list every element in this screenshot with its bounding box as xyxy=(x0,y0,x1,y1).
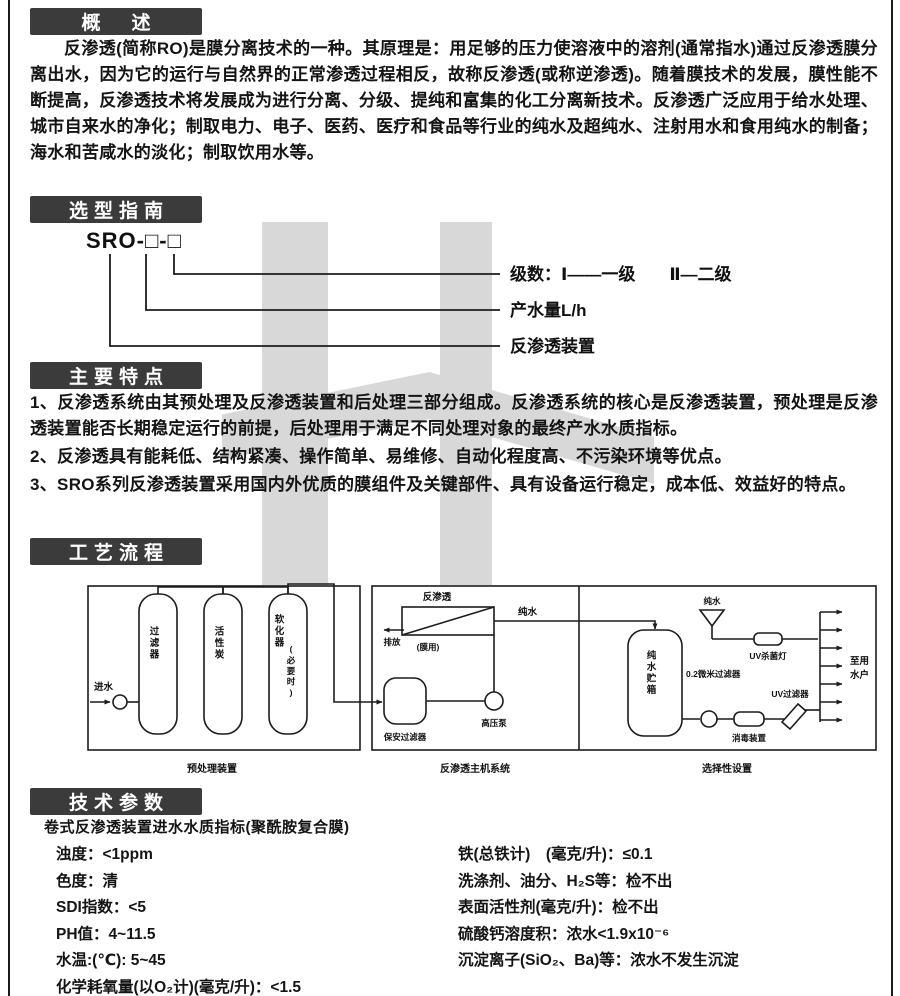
zone-main-label: 反渗透主机系统 xyxy=(440,762,510,775)
param-sdi: SDI指数：<5 xyxy=(56,899,147,916)
callout-capacity: 产水量L/h xyxy=(510,300,587,320)
filter-tank xyxy=(138,593,178,735)
model-code: SRO-□-□ xyxy=(86,228,182,253)
process-flow-diagram: 进水 过滤器 活性炭 软化器 (必要时) 保安过滤器 高压泵 xyxy=(87,583,877,775)
carbon-tank xyxy=(203,593,243,735)
feed-pump-icon xyxy=(112,694,128,710)
ro-module-note: (膜用) xyxy=(417,642,440,652)
pure-water-2-label: 纯水 xyxy=(703,596,721,606)
hp-pump-icon xyxy=(484,691,504,711)
parameters-subtitle: 卷式反渗透装置进水水质指标(聚酰胺复合膜) xyxy=(44,819,350,836)
sterilizer-label: 消毒装置 xyxy=(732,733,767,743)
softener-tank-label: 软化器 xyxy=(273,613,286,648)
pretreatment-zone-box xyxy=(87,585,361,751)
inlet-label: 进水 xyxy=(94,681,114,693)
parameters-right-column: 铁(总铁计) (毫克/升)：≤0.1 洗涤剂、油分、H₂S等：检不出 表面活性剂… xyxy=(458,842,883,975)
transfer-pump-icon xyxy=(700,710,718,728)
parameters-left-column: 浊度：<1ppm 色度：清 SDI指数：<5 PH值：4~11.5 水温:(℃)… xyxy=(56,842,446,996)
callout-device: 反渗透装置 xyxy=(510,336,595,356)
ro-module-label: 反渗透 xyxy=(423,591,452,603)
param-temperature: 水温:(℃): 5~45 xyxy=(56,952,166,969)
filter-tank-label: 过滤器 xyxy=(148,625,161,660)
main-zone-box xyxy=(371,585,877,751)
param-iron: 铁(总铁计) (毫克/升)：≤0.1 xyxy=(458,846,653,863)
model-code-diagram: SRO-□-□ 级数：Ⅰ——一级 Ⅱ—二级 产水量L/h 反渗透装置 xyxy=(86,228,732,356)
uv-lamp xyxy=(753,632,783,646)
page-left-border xyxy=(8,0,10,996)
security-filter-label: 保安过滤器 xyxy=(383,732,427,742)
to-users-label-1: 至用 xyxy=(850,656,869,667)
pure-water-label: 纯水 xyxy=(518,606,538,618)
drain-label: 排放 xyxy=(383,637,401,647)
param-precipitate: 沉淀离子(SiO₂、Ba)等：浓水不发生沉淀 xyxy=(458,952,739,969)
feature-item-1: 1、反渗透系统由其预处理及反渗透装置和后处理三部分组成。反渗透系统的核心是反渗透… xyxy=(30,393,878,438)
uv-lamp-label: UV杀菌灯 xyxy=(749,651,787,661)
carbon-tank-label: 活性炭 xyxy=(213,625,225,660)
param-ph: PH值：4~11.5 xyxy=(56,925,156,943)
sterilizer xyxy=(733,711,765,727)
param-color: 色度：清 xyxy=(56,872,119,890)
section-header-selection: 选型指南 xyxy=(30,196,202,223)
zone-pretreatment-label: 预处理装置 xyxy=(187,762,237,775)
param-surfactant: 表面活性剂(毫克/升)：检不出 xyxy=(458,899,659,916)
features-list: 1、反渗透系统由其预处理及反渗透装置和后处理三部分组成。反渗透系统的核心是反渗透… xyxy=(30,390,878,500)
hp-pump-label: 高压泵 xyxy=(481,718,507,728)
section-header-overview: 概 述 xyxy=(30,8,202,35)
param-cod: 化学耗氧量(以O₂计)(毫克/升)：<1.5 xyxy=(56,978,301,996)
micron-filter-label: 0.2微米过滤器 xyxy=(686,669,741,679)
pure-water-tank-label: 纯水贮箱 xyxy=(645,649,658,696)
feature-item-3: 3、SRO系列反渗透装置采用国内外优质的膜组件及关键部件、具有设备运行稳定，成本… xyxy=(30,475,856,494)
to-users-label-2: 水户 xyxy=(850,669,869,681)
uv-filter xyxy=(780,702,808,731)
funnel-filter xyxy=(698,609,726,628)
zone-optional-label: 选择性设置 xyxy=(702,762,752,775)
param-turbidity: 浊度：<1ppm xyxy=(56,846,153,863)
param-detergent: 洗涤剂、油分、H₂S等：检不出 xyxy=(458,872,673,890)
page-right-border xyxy=(891,0,893,996)
pure-water-tank xyxy=(627,629,683,737)
feature-item-2: 2、反渗透具有能耗低、结构紧凑、操作简单、易维修、自动化程度高、不污染环境等优点… xyxy=(30,447,732,466)
section-header-process: 工艺流程 xyxy=(30,538,202,565)
uv-filter-label: UV过滤器 xyxy=(771,689,809,699)
security-filter xyxy=(383,677,427,725)
softener-note-label: (必要时) xyxy=(286,644,296,700)
callout-stages: 级数：Ⅰ——一级 Ⅱ—二级 xyxy=(510,264,732,284)
section-header-features: 主要特点 xyxy=(30,362,202,389)
section-header-parameters: 技术参数 xyxy=(30,788,202,815)
overview-paragraph: 反渗透(简称RO)是膜分离技术的一种。其原理是：用足够的压力使溶液中的溶剂(通常… xyxy=(30,39,878,162)
callout-lines xyxy=(109,254,500,347)
param-caso4: 硫酸钙溶度积：浓水<1.9x10⁻⁶ xyxy=(458,925,670,943)
